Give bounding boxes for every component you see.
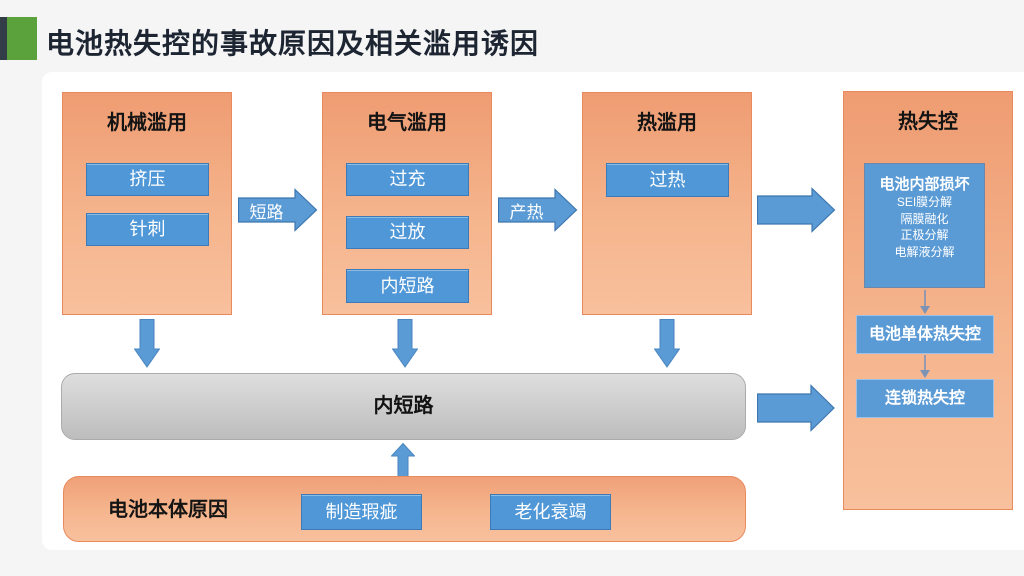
cell-thermal-runaway-box: 电池单体热失控: [856, 315, 994, 354]
damage-line: SEI膜分解: [896, 195, 953, 209]
internal-damage-box: 电池内部损坏 SEI膜分解 隔膜融化 正极分解 电解液分解: [864, 163, 985, 288]
title-marker-dark: [0, 17, 7, 60]
arrow-down-icon: [654, 319, 680, 368]
connector-heat-generation: 产热: [498, 188, 578, 232]
arrow-right-icon: [757, 384, 835, 432]
arrow-right-icon: [238, 188, 318, 232]
column-title: 电气滥用: [367, 112, 447, 134]
column-electrical-abuse: 电气滥用 过充 过放 内短路: [322, 92, 492, 315]
thin-arrow-down-icon: [920, 290, 930, 314]
page-title: 电池热失控的事故原因及相关滥用诱因: [46, 28, 540, 59]
abuse-item-puncture: 针刺: [86, 213, 209, 246]
connector-short-circuit: 短路: [238, 188, 318, 232]
damage-line: 隔膜融化: [900, 211, 949, 226]
arrow-right-icon: [757, 187, 836, 233]
arrow-right-icon: [498, 188, 578, 232]
arrow-down-icon: [392, 319, 418, 368]
damage-line: 正极分解: [900, 228, 949, 242]
chain-thermal-runaway-box: 连锁热失控: [856, 379, 994, 418]
cause-item-aging-failure: 老化衰竭: [490, 494, 611, 530]
internal-short-bar: 内短路: [61, 373, 746, 440]
abuse-item-overheat: 过热: [606, 163, 729, 197]
battery-causes-bar: 电池本体原因 制造瑕疵 老化衰竭: [63, 476, 746, 542]
connector-label: 短路: [249, 202, 284, 222]
thin-arrow-down-icon: [920, 355, 930, 378]
abuse-item-crush: 挤压: [86, 163, 209, 196]
column-title: 机械滥用: [107, 112, 187, 134]
arrow-down-icon: [134, 319, 160, 368]
column-title: 热失控: [898, 111, 958, 133]
connector-label: 产热: [509, 202, 544, 222]
column-mechanical-abuse: 机械滥用 挤压 针刺: [62, 92, 232, 315]
title-marker-green: [7, 17, 37, 60]
cause-item-manufacturing-defect: 制造瑕疵: [301, 494, 422, 530]
column-thermal-runaway: 热失控 电池内部损坏 SEI膜分解 隔膜融化 正极分解 电解液分解 电池单体热失…: [843, 91, 1013, 510]
battery-causes-label: 电池本体原因: [108, 499, 228, 521]
abuse-item-overcharge: 过充: [346, 163, 469, 196]
internal-damage-title: 电池内部损坏: [879, 176, 970, 193]
column-thermal-abuse: 热滥用 过热: [582, 92, 752, 315]
abuse-item-overdischarge: 过放: [346, 216, 469, 249]
abuse-item-internal-short: 内短路: [346, 269, 469, 303]
damage-line: 电解液分解: [894, 244, 955, 259]
column-title: 热滥用: [637, 112, 697, 134]
arrow-up-icon: [391, 443, 415, 477]
